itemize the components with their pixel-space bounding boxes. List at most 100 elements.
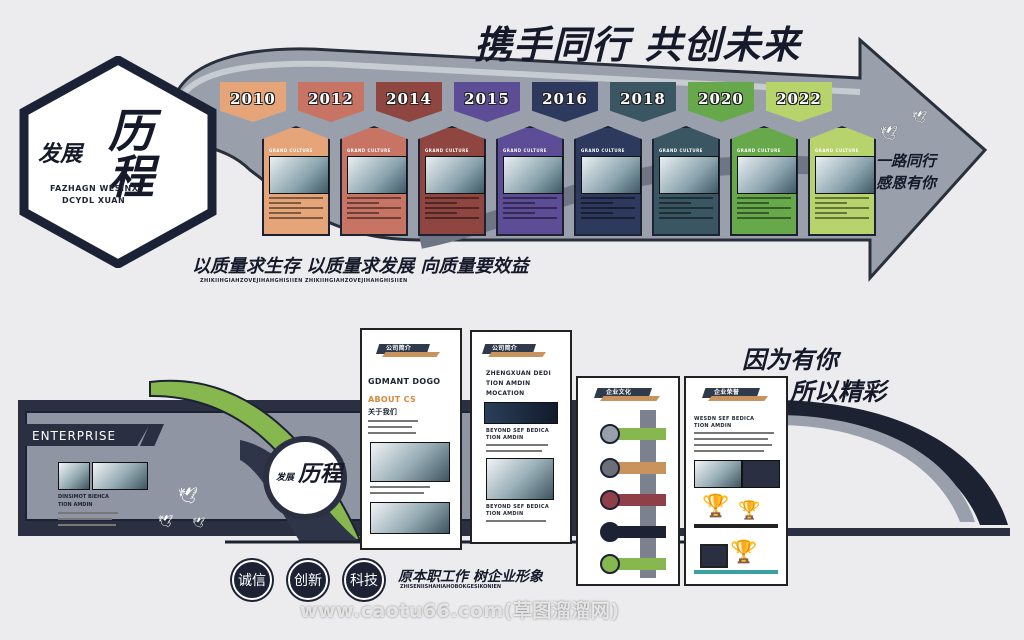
panel2-caption-line2: TION AMDIN: [486, 435, 524, 441]
culture-bar: [612, 494, 666, 506]
enterprise-label: ENTERPRISE: [32, 429, 117, 443]
timeline-card: GRAND CULTURE: [652, 126, 720, 236]
timeline-card: GRAND CULTURE: [808, 126, 876, 236]
year-label: 2018: [620, 90, 666, 108]
text-line: [581, 197, 635, 199]
text-line: [737, 197, 791, 199]
text-line: [347, 217, 401, 219]
badge-title: 历程: [298, 461, 343, 487]
enterprise-photo: [58, 462, 90, 490]
culture-bubble: [600, 424, 620, 444]
quote-line1: 因为有你: [742, 345, 838, 374]
panel2-heading-line1: ZHENGXUAN DEDI: [486, 370, 551, 377]
text-line: [659, 212, 692, 214]
card-title: GRAND CULTURE: [269, 148, 313, 153]
value-slogan-sub: ZHISENIISHAHIAHOBOKGESIKONIEN: [400, 584, 502, 590]
culture-bubble: [600, 458, 620, 478]
text-line: [425, 217, 479, 219]
text-line: [694, 444, 772, 446]
intro-panel: [470, 330, 572, 544]
text-line: [347, 207, 401, 209]
hex-sub-line2: DCYDL XUAN: [62, 196, 126, 205]
card-title: GRAND CULTURE: [737, 148, 781, 153]
culture-bar: [612, 558, 666, 570]
panel2-caption2-line2: TION AMDIN: [486, 511, 524, 517]
quality-motto-sub: ZHIKIIHGIAHZOVEJIHAHGHISIIEN ZHIKIIHGIAH…: [200, 278, 408, 284]
card-photo: [503, 156, 563, 194]
watermark: www.caotu66.com(草图溜溜网): [300, 600, 620, 622]
text-line: [581, 212, 614, 214]
text-line: [815, 212, 848, 214]
panel1-heading3: 关于我们: [368, 408, 398, 416]
text-line: [503, 212, 536, 214]
card-title: GRAND CULTURE: [503, 148, 547, 153]
text-line: [503, 202, 536, 204]
card-title: GRAND CULTURE: [815, 148, 859, 153]
text-line: [581, 202, 614, 204]
text-line: [486, 520, 546, 522]
panel-tag-accent: [382, 352, 440, 357]
panel-tag-accent: [600, 396, 660, 401]
card-photo: [659, 156, 719, 194]
text-line: [486, 444, 548, 446]
card-title: GRAND CULTURE: [659, 148, 703, 153]
text-line: [269, 212, 302, 214]
text-line: [694, 450, 764, 452]
text-line: [737, 217, 791, 219]
bird-icon: 🕊: [912, 110, 928, 124]
year-label: 2010: [230, 90, 276, 108]
text-line: [58, 524, 116, 526]
hex-kicker: 发展: [38, 141, 83, 167]
culture-bubble: [600, 522, 620, 542]
trophy-shelf: [694, 570, 778, 574]
bird-icon: 🕊: [880, 126, 898, 142]
card-photo: [815, 156, 875, 194]
side-text-line2: 感恩有你: [876, 174, 937, 192]
timeline-card: GRAND CULTURE: [418, 126, 486, 236]
panel-tag: [376, 344, 430, 354]
text-line: [503, 207, 557, 209]
panel-tag: [594, 388, 652, 398]
text-line: [370, 492, 424, 494]
text-line: [347, 197, 401, 199]
panel-tag-text: 公司简介: [492, 345, 518, 352]
culture-bubble: [600, 554, 620, 574]
timeline-card: GRAND CULTURE: [496, 126, 564, 236]
timeline-card: GRAND CULTURE: [574, 126, 642, 236]
enterprise-photo: [92, 462, 148, 490]
year-label: 2014: [386, 90, 432, 108]
top-slogan: 携手同行 共创未来: [474, 22, 801, 67]
text-line: [815, 217, 869, 219]
card-photo: [581, 156, 641, 194]
panel-tag-text: 企业荣誉: [714, 389, 740, 396]
text-line: [425, 212, 458, 214]
year-label: 2015: [464, 90, 510, 108]
certificate-icon: [700, 544, 728, 568]
text-line: [659, 207, 713, 209]
text-line: [694, 438, 768, 440]
text-line: [737, 202, 770, 204]
bird-icon: 🕊: [158, 514, 174, 528]
year-label: 2022: [776, 90, 822, 108]
panel4-dark-block: [742, 460, 780, 488]
bird-icon: 🕊: [192, 518, 205, 529]
value-circle: 科技: [344, 560, 384, 600]
enterprise-bar: [22, 424, 150, 446]
panel2-caption-line1: BEYOND SEF BEDICA: [486, 428, 550, 434]
panel1-photo: [370, 442, 450, 482]
timeline-card: GRAND CULTURE: [262, 126, 330, 236]
culture-panel: [576, 376, 680, 586]
trophy-icon: 🏆: [702, 494, 730, 519]
text-line: [425, 207, 479, 209]
timeline-card: GRAND CULTURE: [730, 126, 798, 236]
culture-bar: [612, 462, 666, 474]
side-text-line1: 一路同行: [876, 152, 937, 170]
history-hexagon: [19, 56, 217, 268]
text-line: [368, 420, 418, 422]
text-line: [425, 197, 479, 199]
text-line: [659, 217, 713, 219]
badge-kicker: 发展: [276, 473, 295, 483]
trophy-icon: 🏆: [730, 540, 758, 565]
text-line: [58, 512, 118, 514]
mini-text-line1: DINSIMOT BIEHCA: [58, 494, 109, 500]
